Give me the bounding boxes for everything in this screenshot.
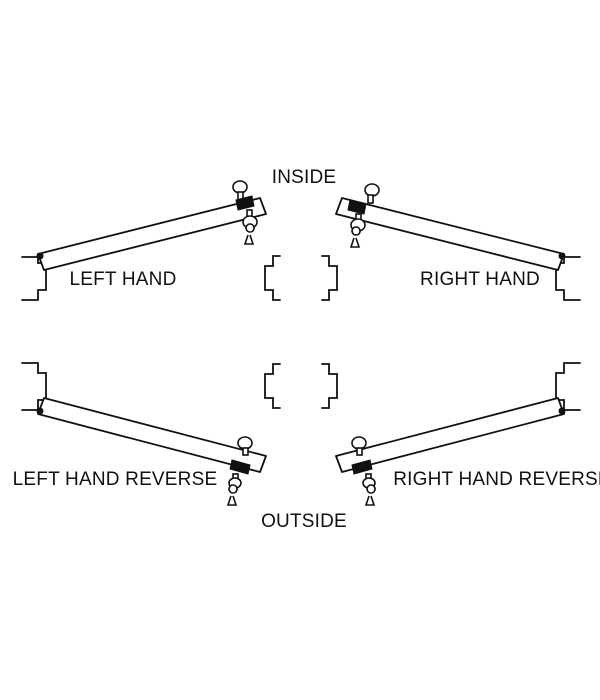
knob-neck: [367, 194, 374, 204]
door-left-hand-reverse: [36, 397, 267, 473]
keyhole-icon: [226, 484, 238, 506]
lock-hardware-right-hand: [347, 183, 380, 248]
door-right-hand-reverse: [335, 397, 566, 473]
lock-body: [351, 459, 373, 475]
lock-hardware-left-hand: [232, 180, 258, 245]
door-leaf-left-hand: [37, 197, 267, 271]
left-hand-label: LEFT HAND: [69, 269, 176, 290]
thumb-turn-knob-icon: [364, 183, 380, 197]
knob-neck: [242, 447, 249, 456]
lock-body: [347, 199, 367, 215]
door-left-hand: [36, 197, 267, 271]
frame-center-bottom-right: [321, 363, 338, 409]
frame-center-top-left: [264, 255, 281, 301]
hinge-pivot-right-hand-reverse: [558, 407, 566, 415]
hinge-pivot-right-hand: [558, 252, 566, 260]
keyhole-icon: [349, 226, 361, 248]
hinge-pivot-left-hand: [36, 252, 44, 260]
keyhole-icon: [243, 223, 255, 245]
door-right-hand: [335, 197, 566, 271]
right-hand-reverse-label: RIGHT HAND REVERSE: [393, 469, 600, 490]
hinge-pivot-left-hand-reverse: [36, 407, 44, 415]
thumb-turn-knob-icon: [232, 180, 248, 194]
frame-center-bottom-left: [264, 363, 281, 409]
keyhole-icon: [364, 484, 376, 506]
lock-body: [229, 459, 251, 475]
frame-center-top-right: [321, 255, 338, 301]
lock-hardware-right-hand-reverse: [351, 436, 376, 506]
door-leaf-right-hand: [335, 197, 565, 271]
outside-label: OUTSIDE: [261, 511, 347, 532]
lock-hardware-left-hand-reverse: [226, 436, 253, 506]
left-hand-reverse-label: LEFT HAND REVERSE: [13, 469, 218, 490]
right-hand-label: RIGHT HAND: [420, 269, 540, 290]
inside-label: INSIDE: [272, 167, 337, 188]
knob-neck: [356, 447, 363, 456]
lock-body: [235, 195, 255, 211]
